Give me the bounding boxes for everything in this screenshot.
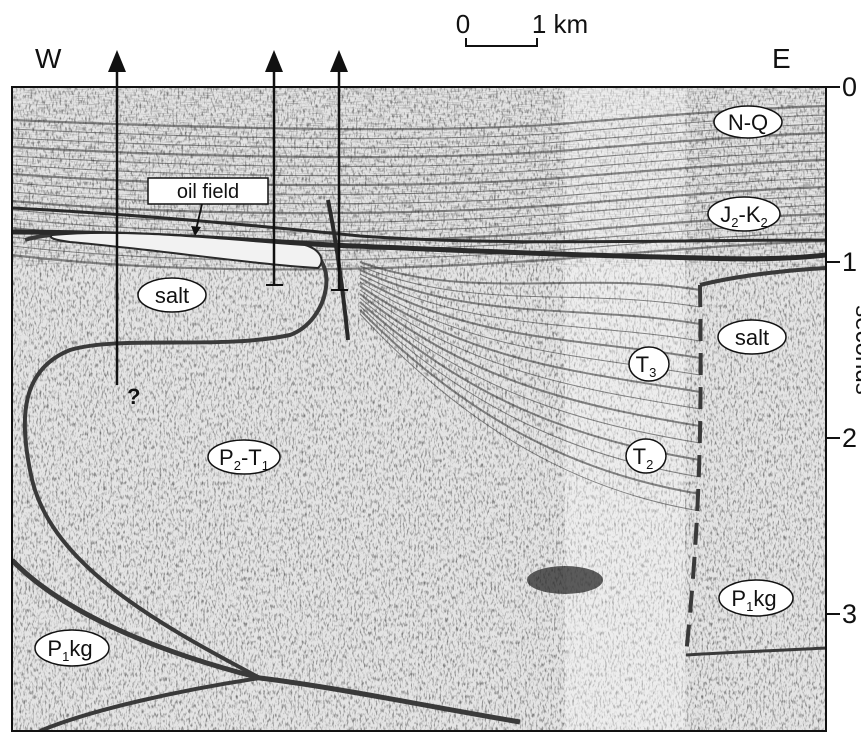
seismic-panel <box>12 87 826 731</box>
tick-label-0: 0 <box>842 72 857 102</box>
unit-text: P1kg <box>731 586 776 614</box>
unit-text: P2-T1 <box>219 445 269 473</box>
unit-text: salt <box>155 283 189 308</box>
unit-label-salt-east: salt <box>718 320 786 354</box>
scale-bar: 0 1 km <box>456 9 588 46</box>
tick-label-1: 1 <box>842 247 857 277</box>
unit-label-P1kg-east: P1kg <box>719 580 793 616</box>
unit-text: N-Q <box>728 110 768 135</box>
scale-end-label: 1 km <box>532 9 588 39</box>
west-label: W <box>35 43 62 74</box>
unit-label-P1kg-west: P1kg <box>35 630 109 666</box>
well-3-arrow-icon <box>330 50 348 72</box>
well-1-arrow-icon <box>108 50 126 72</box>
well-2-arrow-icon <box>265 50 283 72</box>
unit-label-T3: T3 <box>629 347 669 381</box>
scale-start-label: 0 <box>456 9 470 39</box>
tick-label-3: 3 <box>842 599 857 629</box>
tick-label-2: 2 <box>842 423 857 453</box>
unit-label-N-Q: N-Q <box>714 106 782 138</box>
unit-text: P1kg <box>47 636 92 664</box>
unit-label-P2-T1: P2-T1 <box>208 440 280 474</box>
time-axis: 0 1 2 3 seconds <box>826 72 861 629</box>
unit-text: salt <box>735 325 769 350</box>
oil-field-label: oil field <box>177 181 239 203</box>
unit-label-salt-west: salt <box>138 278 206 312</box>
reflector-blob <box>527 566 603 594</box>
east-label: E <box>772 43 791 74</box>
unit-label-T2: T2 <box>626 439 666 473</box>
uncertain-mark: ? <box>127 384 140 409</box>
pale-trace-band <box>565 87 685 731</box>
time-axis-label: seconds <box>850 305 861 394</box>
scale-bar-line <box>466 38 537 46</box>
unit-label-J2-K2: J2-K2 <box>708 197 780 231</box>
